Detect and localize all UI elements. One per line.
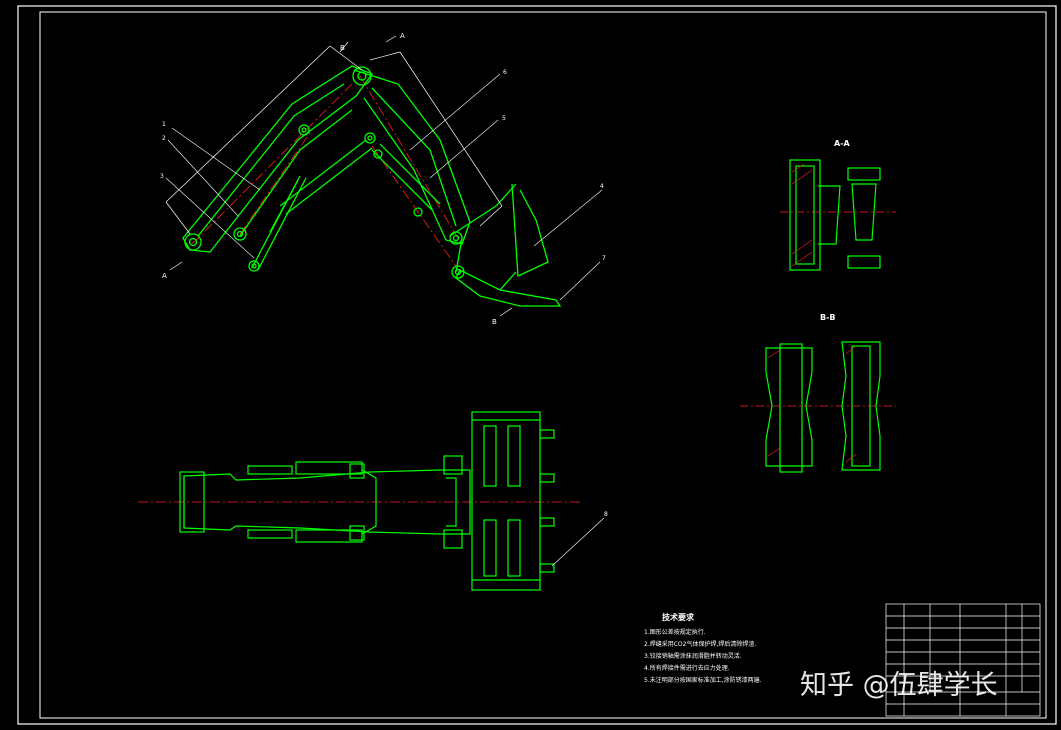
balloon-8: 8 [604,511,608,518]
note-line-5: 5.未注明部分按国家标准加工,涂防锈漆两遍. [644,676,762,684]
arm-side-view: 1 2 3 4 5 6 7 A A B B [160,32,606,326]
section-bb-view: B-B [740,313,896,473]
section-mark-b-bottom: B [492,318,497,326]
balloon-3: 3 [160,173,164,180]
notes-title: 技术要求 [662,612,695,622]
balloon-7: 7 [602,255,606,262]
watermark: 知乎 @伍肆学长 [800,670,998,701]
note-line-4: 4.所有焊接件需进行去应力处理. [644,664,730,672]
balloon-4: 4 [600,183,604,190]
section-aa-view: A-A [780,139,896,271]
section-mark-a-top: A [400,32,405,40]
balloon-5: 5 [502,115,506,122]
section-mark-b-top: B [340,44,345,52]
title-block [885,603,1041,717]
balloon-6: 6 [503,69,507,76]
section-mark-a-bottom: A [162,272,167,280]
note-line-3: 3.铰接销轴需涂抹润滑脂并转动灵活. [644,652,742,660]
note-line-1: 1.图形公差按规定执行. [644,628,706,636]
balloon-2: 2 [162,135,166,142]
drawing-frame [17,5,1057,725]
balloon-1: 1 [162,121,166,128]
section-bb-title: B-B [820,313,836,322]
section-aa-title: A-A [834,139,851,148]
note-line-2: 2.焊缝采用CO2气体保护焊,焊后清除焊渣. [644,640,756,648]
arm-plan-view: 8 [138,411,608,591]
technical-notes: 技术要求 1.图形公差按规定执行. 2.焊缝采用CO2气体保护焊,焊后清除焊渣.… [644,612,762,684]
